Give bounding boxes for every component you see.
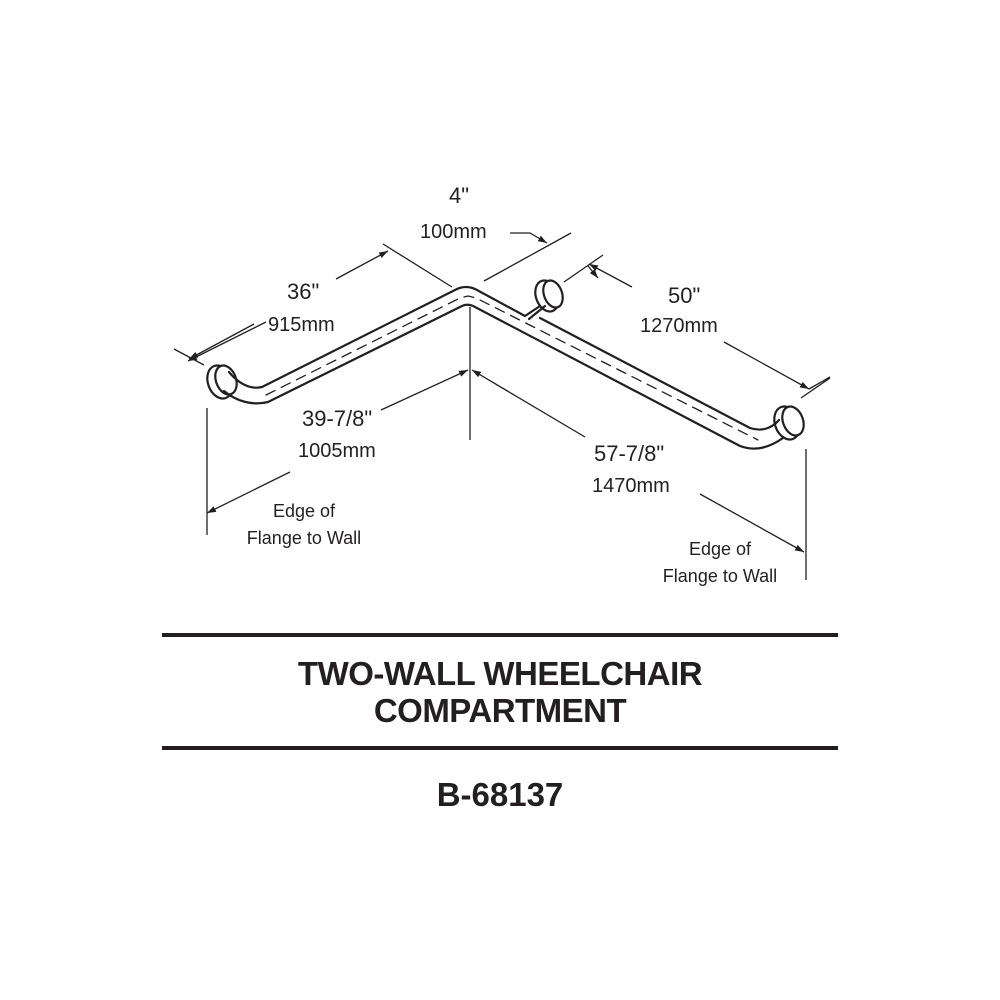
right-arm-imperial-label: 50" [668,283,701,308]
left-note-line2: Flange to Wall [246,528,362,548]
grab-bar-icon [206,279,805,450]
right-wall-metric-label: 1470mm [592,475,670,497]
left-wall-imperial-label: 39-7/8" [302,406,373,431]
top-rule [162,633,838,637]
left-flange-note: Edge of Flange to Wall [226,498,382,552]
right-flange-icon [773,405,805,441]
left-arm-imperial-label: 36" [287,279,320,304]
middle-flange-icon [534,279,564,313]
right-note-line1: Edge of [688,539,752,559]
model-number: B-68137 [436,776,564,813]
dimension-lines [173,232,831,580]
offset-metric-label: 100mm [420,221,487,243]
caption-title-line2: COMPARTMENT [373,692,627,729]
bottom-rule [162,746,838,750]
left-wall-metric-label: 1005mm [298,440,376,462]
right-arm-metric-label: 1270mm [640,315,718,337]
right-flange-note: Edge of Flange to Wall [642,536,798,590]
left-note-line1: Edge of [272,501,336,521]
right-note-line2: Flange to Wall [662,566,778,586]
left-arm-metric-label: 915mm [268,314,335,336]
offset-imperial-label: 4" [449,183,470,208]
caption-title-line1: TWO-WALL WHEELCHAIR [297,655,703,692]
left-flange-icon [206,364,238,400]
right-wall-imperial-label: 57-7/8" [594,441,665,466]
